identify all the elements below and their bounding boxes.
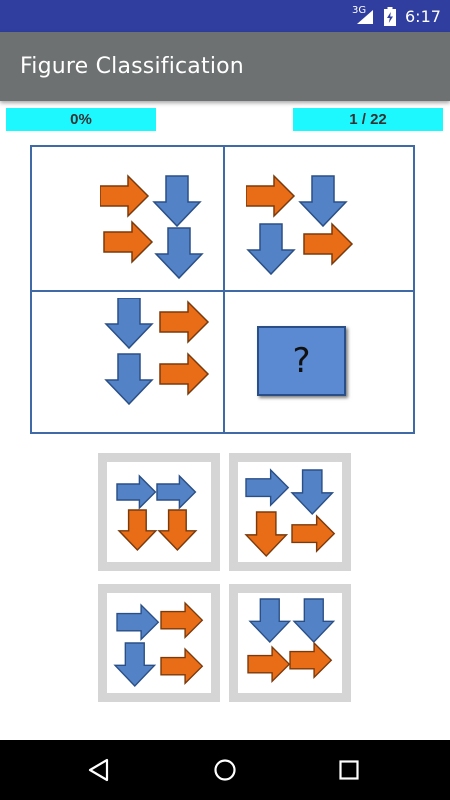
arrow-right-icon	[116, 603, 160, 642]
status-bar: 3G 6:17	[0, 0, 450, 32]
navigation-bar	[0, 740, 450, 800]
arrow-down-icon	[113, 642, 157, 687]
arrow-down-icon	[298, 175, 348, 228]
option-2-figure	[244, 468, 336, 558]
app-bar: Figure Classification	[0, 32, 450, 101]
answer-option-1[interactable]	[98, 453, 220, 571]
arrow-right-icon	[159, 300, 210, 344]
arrow-right-icon	[160, 601, 204, 640]
puzzle-cell-1	[100, 174, 204, 280]
clock: 6:17	[405, 7, 441, 26]
arrow-right-icon	[160, 647, 204, 686]
progress-indicator: 0%	[6, 108, 156, 131]
arrow-right-icon	[303, 222, 354, 266]
answer-option-4[interactable]	[229, 584, 351, 702]
arrow-right-icon	[159, 352, 210, 396]
arrow-down-icon	[104, 353, 154, 406]
arrow-right-icon	[246, 174, 296, 218]
puzzle-cell-2	[246, 174, 354, 276]
arrow-down-icon	[292, 598, 336, 643]
arrow-right-icon	[103, 220, 154, 264]
arrow-right-icon	[291, 514, 336, 553]
arrow-right-icon	[289, 641, 333, 680]
signal-icon	[357, 10, 373, 24]
arrow-down-icon	[290, 469, 335, 516]
battery-charging-icon	[384, 7, 396, 26]
arrow-down-icon	[157, 509, 198, 552]
app-title: Figure Classification	[20, 54, 244, 79]
answer-option-2[interactable]	[229, 453, 351, 571]
question-counter: 1 / 22	[293, 108, 443, 131]
puzzle-grid	[30, 145, 415, 434]
answer-option-3[interactable]	[98, 584, 220, 702]
home-circle-icon[interactable]	[210, 755, 240, 785]
grid-divider-horizontal	[32, 290, 413, 292]
option-4-figure	[247, 598, 336, 684]
grid-divider-vertical	[223, 147, 225, 432]
arrow-down-icon	[154, 227, 204, 280]
network-type: 3G	[352, 5, 367, 16]
missing-figure-placeholder: ?	[257, 326, 346, 396]
option-3-figure	[113, 601, 204, 687]
puzzle-cell-3	[104, 298, 210, 406]
arrow-down-icon	[246, 223, 296, 276]
arrow-down-icon	[152, 175, 202, 228]
arrow-down-icon	[248, 598, 292, 643]
arrow-right-icon	[116, 474, 157, 510]
arrow-right-icon	[100, 174, 150, 218]
recents-square-icon[interactable]	[334, 755, 364, 785]
arrow-down-icon	[244, 511, 289, 558]
option-1-figure	[116, 474, 198, 552]
arrow-right-icon	[247, 645, 291, 684]
back-triangle-icon[interactable]	[84, 755, 114, 785]
arrow-down-icon	[117, 509, 158, 552]
arrow-right-icon	[156, 474, 197, 510]
arrow-right-icon	[245, 468, 290, 507]
arrow-down-icon	[104, 298, 154, 350]
